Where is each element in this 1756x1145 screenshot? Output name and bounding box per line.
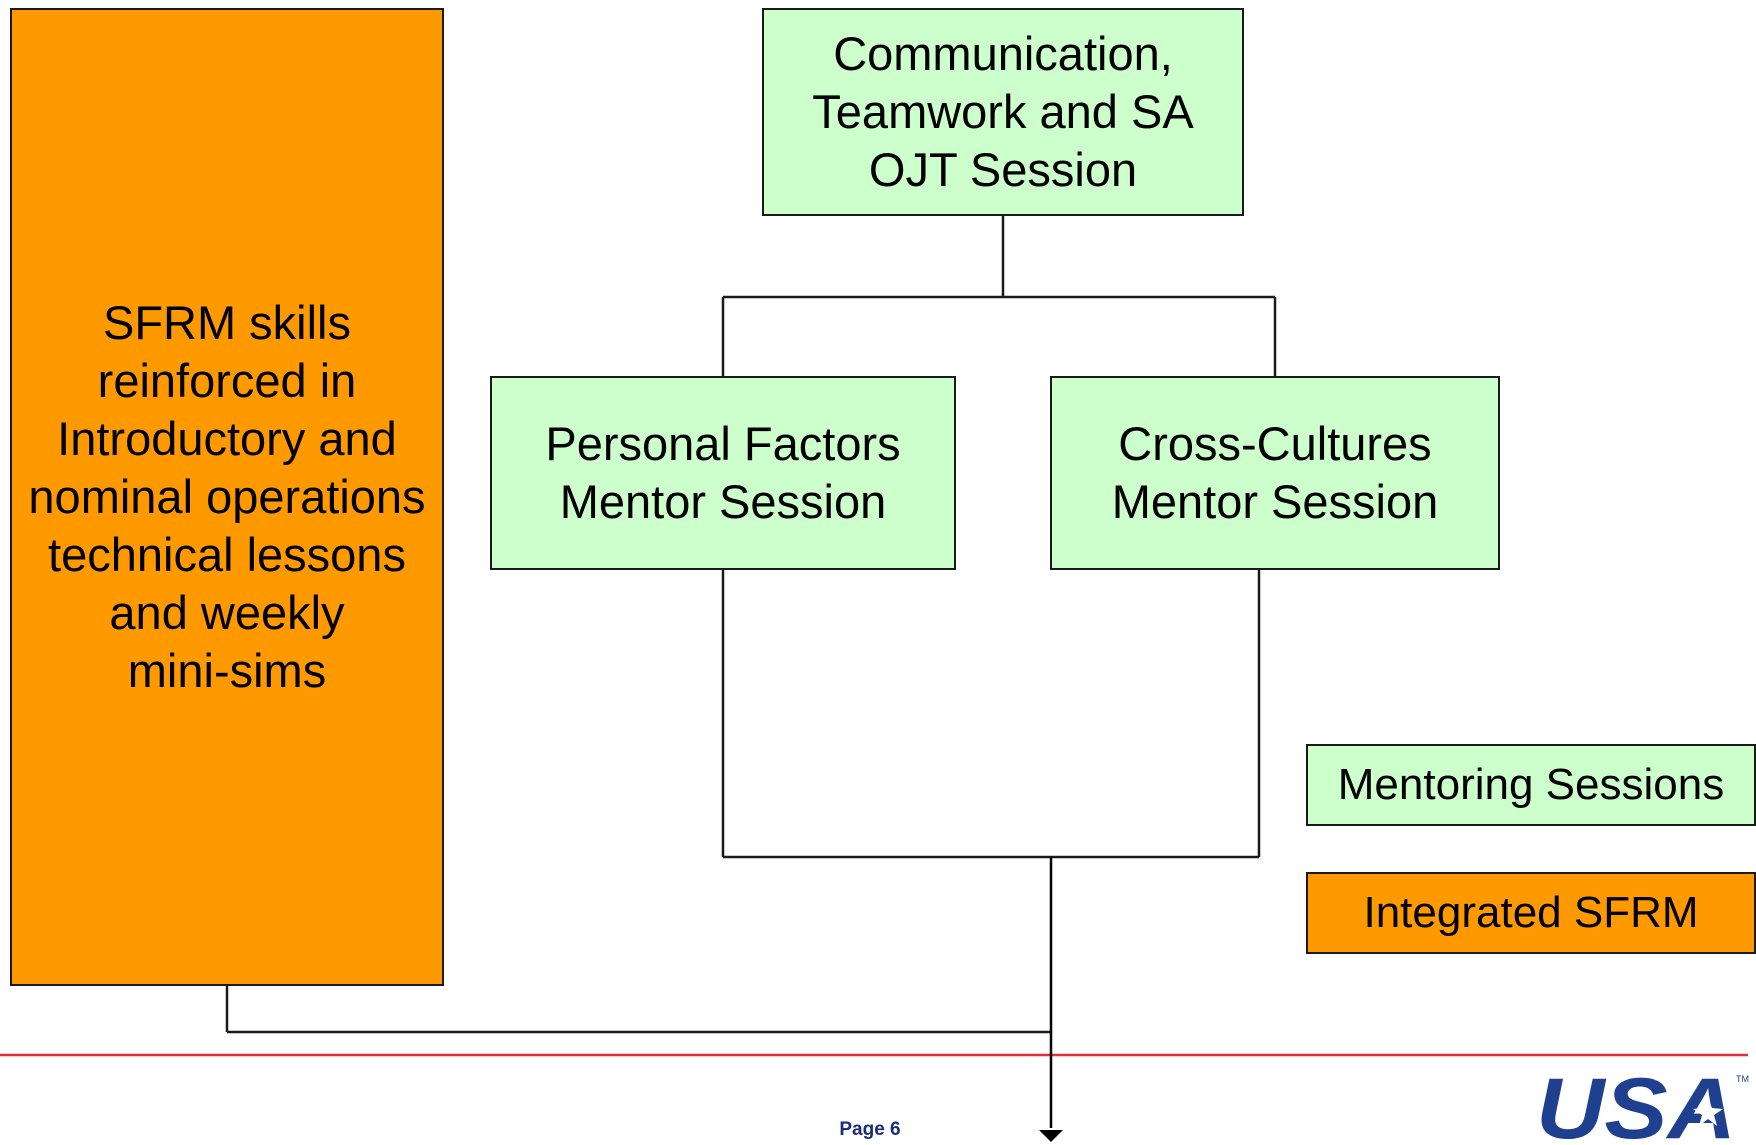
communication-session-label: Communication, Teamwork and SA OJT Sessi…: [812, 27, 1194, 196]
page-number: Page 6: [839, 1119, 901, 1140]
legend-mentoring-label: Mentoring Sessions: [1337, 760, 1725, 809]
legend-mentoring-sessions: Mentoring Sessions: [1306, 744, 1756, 826]
legend-integrated-sfrm: Integrated SFRM: [1306, 872, 1756, 954]
cross-cultures-box: Cross-Cultures Mentor Session: [1050, 376, 1500, 570]
star-icon: [1693, 1098, 1723, 1126]
personal-factors-box: Personal Factors Mentor Session: [490, 376, 956, 570]
output-arrowhead: [1039, 1130, 1063, 1142]
communication-session-box: Communication, Teamwork and SA OJT Sessi…: [762, 8, 1244, 216]
trademark-mark: TM: [1736, 1074, 1749, 1084]
usa-logo-text: USA: [1536, 1068, 1736, 1142]
legend-integrated-label: Integrated SFRM: [1363, 888, 1699, 937]
usa-logo: USA TM: [1536, 1068, 1749, 1142]
cross-cultures-label: Cross-Cultures Mentor Session: [1111, 417, 1439, 528]
personal-factors-label: Personal Factors Mentor Session: [545, 417, 901, 528]
sfrm-skills-label: SFRM skills reinforced in Introductory a…: [28, 296, 426, 697]
sfrm-skills-box: SFRM skills reinforced in Introductory a…: [10, 8, 444, 986]
